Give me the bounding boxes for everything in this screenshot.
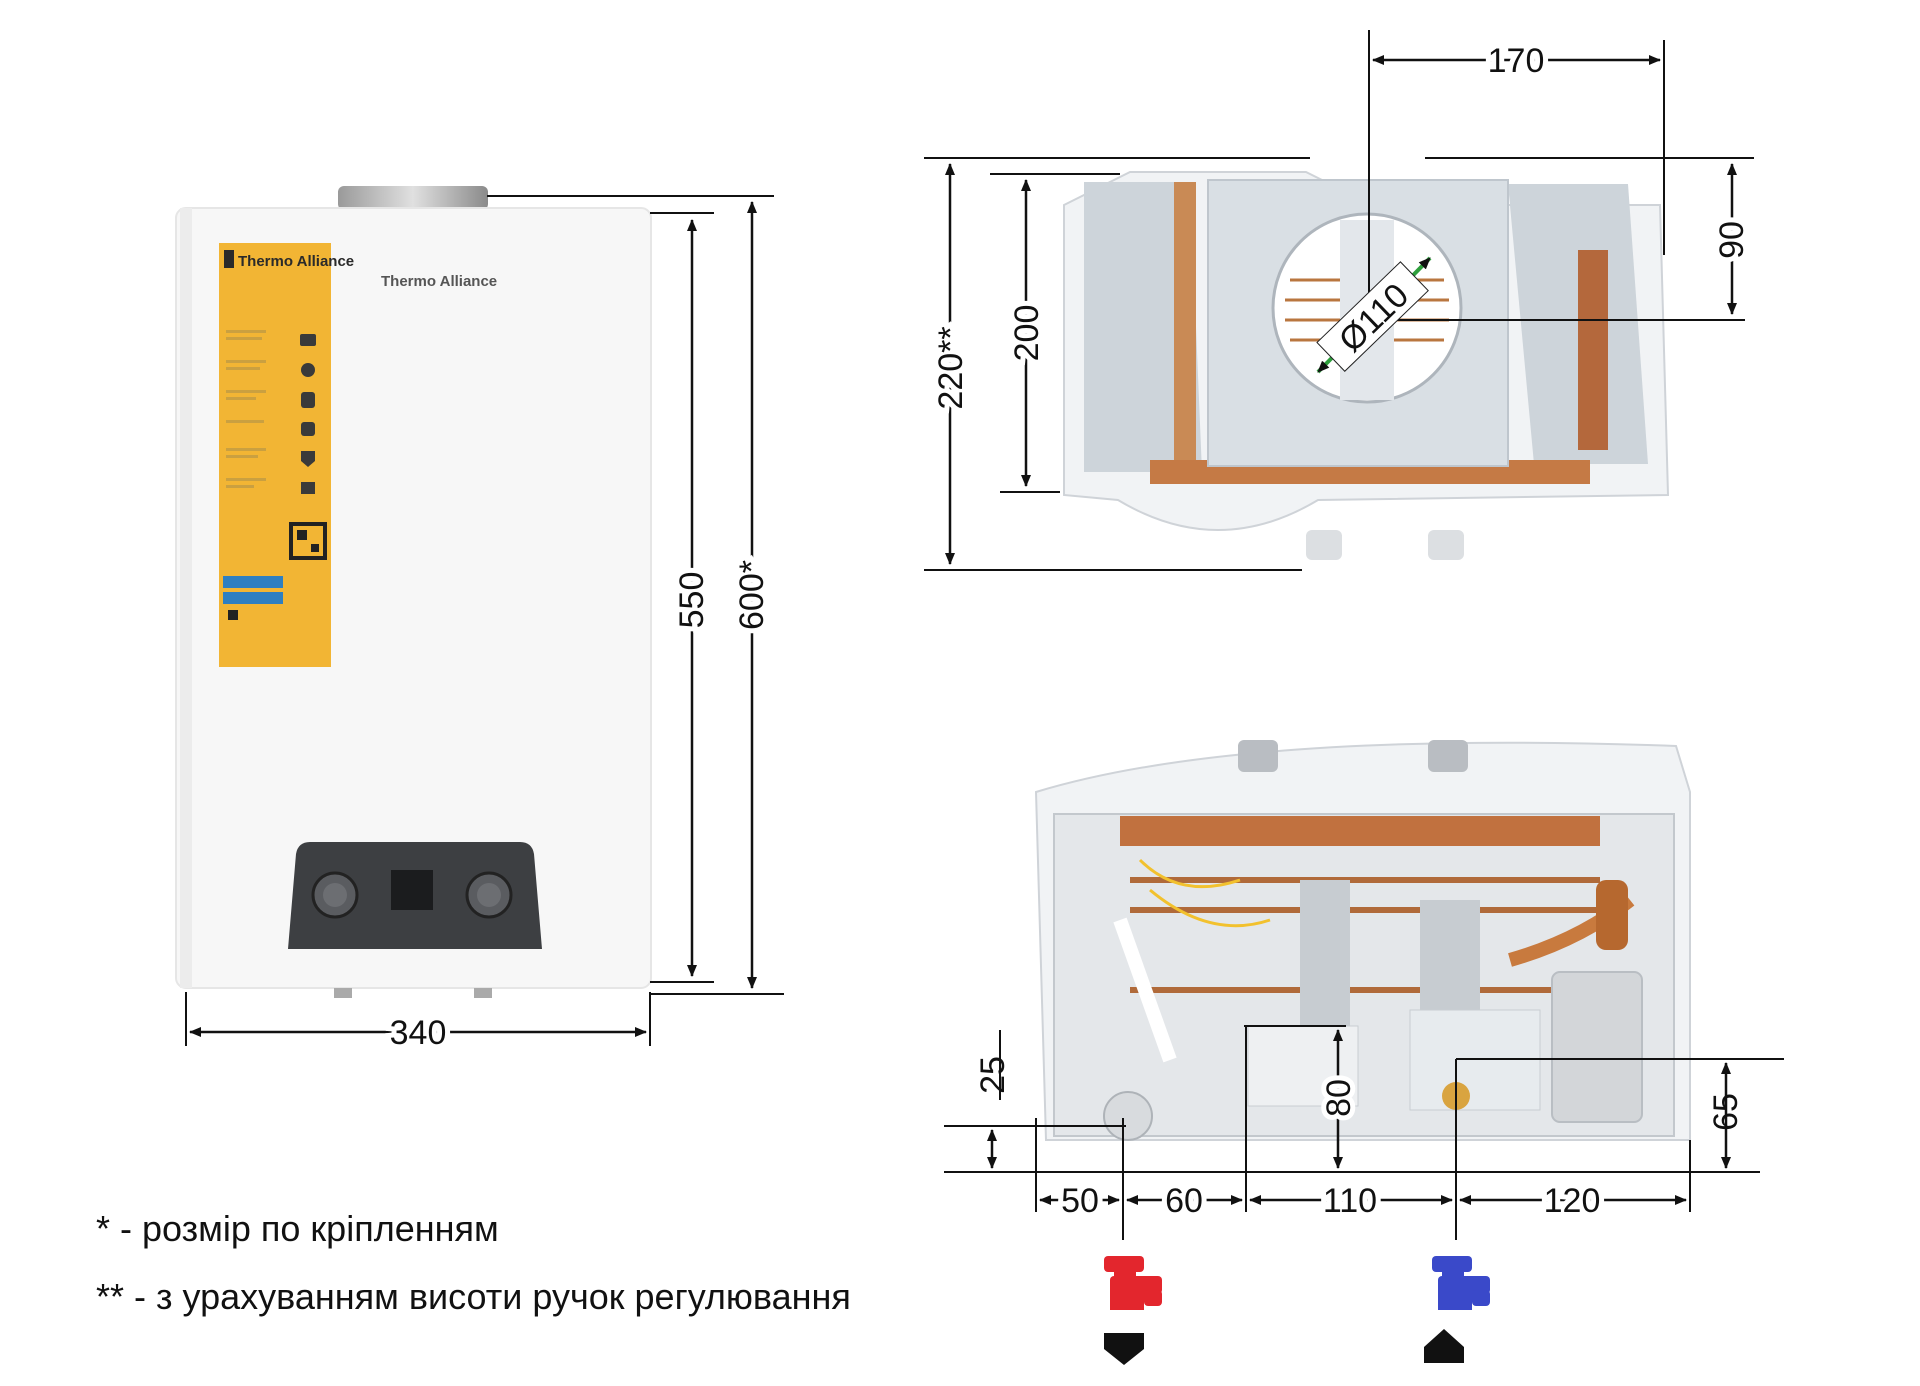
label-brand-text: Thermo Alliance <box>238 253 354 270</box>
dim-65: 65 <box>1707 1093 1745 1131</box>
dim-220: 220** <box>932 326 970 409</box>
dim-200: 200 <box>1008 305 1046 362</box>
bottom-view: 25 80 65 50 60 110 120 <box>944 740 1784 1240</box>
display-window <box>391 870 433 910</box>
dim-600: 600* <box>733 560 771 630</box>
dim-50: 50 <box>1061 1182 1099 1220</box>
dim-90: 90 <box>1713 221 1751 259</box>
dim-25: 25 <box>974 1056 1012 1094</box>
gas-valve-block <box>1551 971 1643 1123</box>
hot-outlet-fitting <box>1103 1091 1153 1141</box>
dim-340: 340 <box>390 1014 447 1052</box>
dim-80: 80 <box>1320 1079 1358 1117</box>
cold-water-tap-icon <box>1432 1256 1490 1310</box>
dim-120: 120 <box>1544 1182 1601 1220</box>
front-view: Thermo Alliance <box>175 186 784 1057</box>
dim-110: 110 <box>1323 1182 1377 1220</box>
outlet-arrow-down-icon <box>1104 1333 1144 1365</box>
dim-60: 60 <box>1165 1182 1203 1220</box>
flue-pipe-top <box>338 186 488 210</box>
inlet-arrow-up-icon <box>1424 1329 1464 1363</box>
top-view: 170 220** 200 90 Ø110 <box>924 30 1756 571</box>
footnote-single-star: * - розмір по кріпленням <box>96 1208 499 1249</box>
dim-550: 550 <box>673 572 711 629</box>
hot-water-tap-icon <box>1104 1256 1162 1310</box>
info-label: Thermo Alliance <box>219 243 354 667</box>
control-panel <box>288 842 542 949</box>
front-brand-logo: Thermo Alliance <box>381 273 497 290</box>
dim-170: 170 <box>1488 42 1545 80</box>
footnote-double-star: ** - з урахуванням висоти ручок регулюва… <box>96 1276 851 1317</box>
